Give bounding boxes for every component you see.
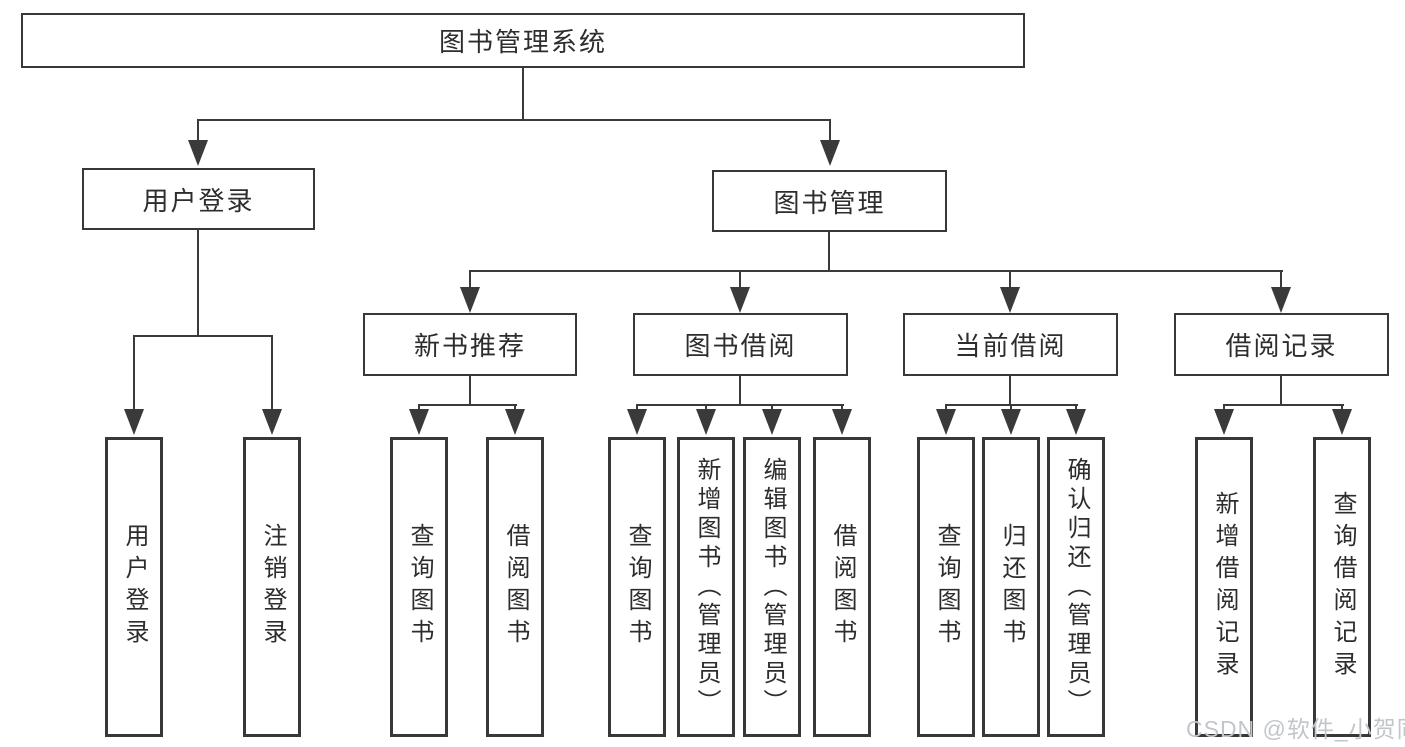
connector-drop-user-login (197, 119, 199, 142)
leaf-borrow-books-borrowing: 借阅图书 (813, 437, 871, 737)
connector-g1-stub-1 (418, 404, 420, 412)
connector-level2-hbar (197, 119, 831, 121)
connector-drop-leaf-user-login (133, 335, 135, 411)
leaf-edit-book-admin: 编辑图书（管理员） (743, 437, 801, 737)
leaf-add-borrow-record: 新增借阅记录 (1195, 437, 1253, 737)
leaf-query-books-current-label: 查询图书 (933, 523, 960, 651)
leaf-confirm-return-admin-label: 确认归还（管理员） (1063, 456, 1090, 718)
connector-root-stem (522, 68, 524, 121)
connector-g2-stub-3 (771, 404, 773, 412)
leaf-confirm-return-admin: 确认归还（管理员） (1047, 437, 1105, 737)
leaf-add-book-admin: 新增图书（管理员） (677, 437, 735, 737)
arrow-down-g2-add (696, 409, 716, 435)
leaf-borrow-books-recommend: 借阅图书 (486, 437, 544, 737)
connector-user-stem (197, 230, 199, 337)
leaf-query-borrow-record-label: 查询借阅记录 (1329, 491, 1356, 683)
arrow-down-g4-add (1214, 409, 1234, 435)
connector-g3-stub-3 (1075, 404, 1077, 412)
leaf-query-books-borrowing-label: 查询图书 (624, 523, 651, 651)
leaf-user-login: 用户登录 (105, 437, 163, 737)
leaf-logout: 注销登录 (243, 437, 301, 737)
connector-drop-leaf-logout (271, 335, 273, 411)
connector-g4-stem (1280, 376, 1282, 406)
leaf-query-books-recommend-label: 查询图书 (406, 523, 433, 651)
connector-g2-stem (739, 376, 741, 406)
arrow-down-g4-query (1332, 409, 1352, 435)
connector-g1-stem (469, 376, 471, 406)
leaf-borrow-books-recommend-label: 借阅图书 (502, 523, 529, 651)
leaf-query-books-borrowing: 查询图书 (608, 437, 666, 737)
connector-drop-borrow-records (1280, 270, 1282, 289)
node-book-management: 图书管理 (712, 170, 947, 232)
connector-g4-hbar (1223, 404, 1344, 406)
connector-g2-stub-2 (705, 404, 707, 412)
connector-drop-new-book (469, 270, 471, 289)
connector-drop-book-mgmt (829, 119, 831, 142)
arrow-down-g3-confirm (1066, 409, 1086, 435)
arrow-down-g1-borrow (505, 409, 525, 435)
connector-g3-stub-1 (945, 404, 947, 412)
connector-g1-stub-2 (514, 404, 516, 412)
arrow-down-borrow-records (1271, 287, 1291, 313)
leaf-borrow-books-borrowing-label: 借阅图书 (829, 523, 856, 651)
connector-g2-stub-4 (841, 404, 843, 412)
leaf-user-login-label: 用户登录 (121, 523, 148, 651)
arrow-down-g3-return (1001, 409, 1021, 435)
leaf-return-books: 归还图书 (982, 437, 1040, 737)
arrow-down-g2-borrow (832, 409, 852, 435)
arrow-down-book-mgmt (820, 140, 840, 166)
connector-g3-stub-2 (1010, 404, 1012, 412)
node-book-borrowing: 图书借阅 (633, 313, 848, 376)
arrow-down-new-book (460, 287, 480, 313)
connector-user-hbar (133, 335, 273, 337)
connector-g2-hbar (636, 404, 844, 406)
arrow-down-user-login (188, 140, 208, 166)
node-borrow-records: 借阅记录 (1174, 313, 1389, 376)
arrow-down-g2-query (627, 409, 647, 435)
connector-g3-stem (1009, 376, 1011, 406)
leaf-add-book-admin-label: 新增图书（管理员） (693, 456, 720, 718)
leaf-edit-book-admin-label: 编辑图书（管理员） (759, 456, 786, 718)
arrow-down-leaf-user-login (124, 409, 144, 435)
connector-level3-hbar (469, 270, 1283, 272)
node-user-login: 用户登录 (82, 168, 315, 230)
leaf-add-borrow-record-label: 新增借阅记录 (1211, 491, 1238, 683)
leaf-return-books-label: 归还图书 (998, 523, 1025, 651)
leaf-query-books-recommend: 查询图书 (390, 437, 448, 737)
connector-mgmt-stem (828, 232, 830, 272)
arrow-down-g2-edit (762, 409, 782, 435)
arrow-down-g3-query (936, 409, 956, 435)
connector-drop-book-borrow (739, 270, 741, 289)
connector-g4-stub-2 (1341, 404, 1343, 412)
leaf-query-borrow-record: 查询借阅记录 (1313, 437, 1371, 737)
node-new-book-recommend: 新书推荐 (363, 313, 577, 376)
arrow-down-g1-query (409, 409, 429, 435)
node-library-management-system: 图书管理系统 (21, 13, 1025, 68)
connector-g2-stub-1 (636, 404, 638, 412)
leaf-query-books-current: 查询图书 (917, 437, 975, 737)
arrow-down-book-borrow (730, 287, 750, 313)
connector-g4-stub-1 (1223, 404, 1225, 412)
connector-g1-hbar (418, 404, 517, 406)
watermark-text: CSDN @软件_小贺同学 (1186, 716, 1405, 742)
leaf-logout-label: 注销登录 (259, 523, 286, 651)
node-current-borrowing: 当前借阅 (903, 313, 1118, 376)
arrow-down-current-borrow (1000, 287, 1020, 313)
connector-drop-current-borrow (1009, 270, 1011, 289)
arrow-down-leaf-logout (262, 409, 282, 435)
